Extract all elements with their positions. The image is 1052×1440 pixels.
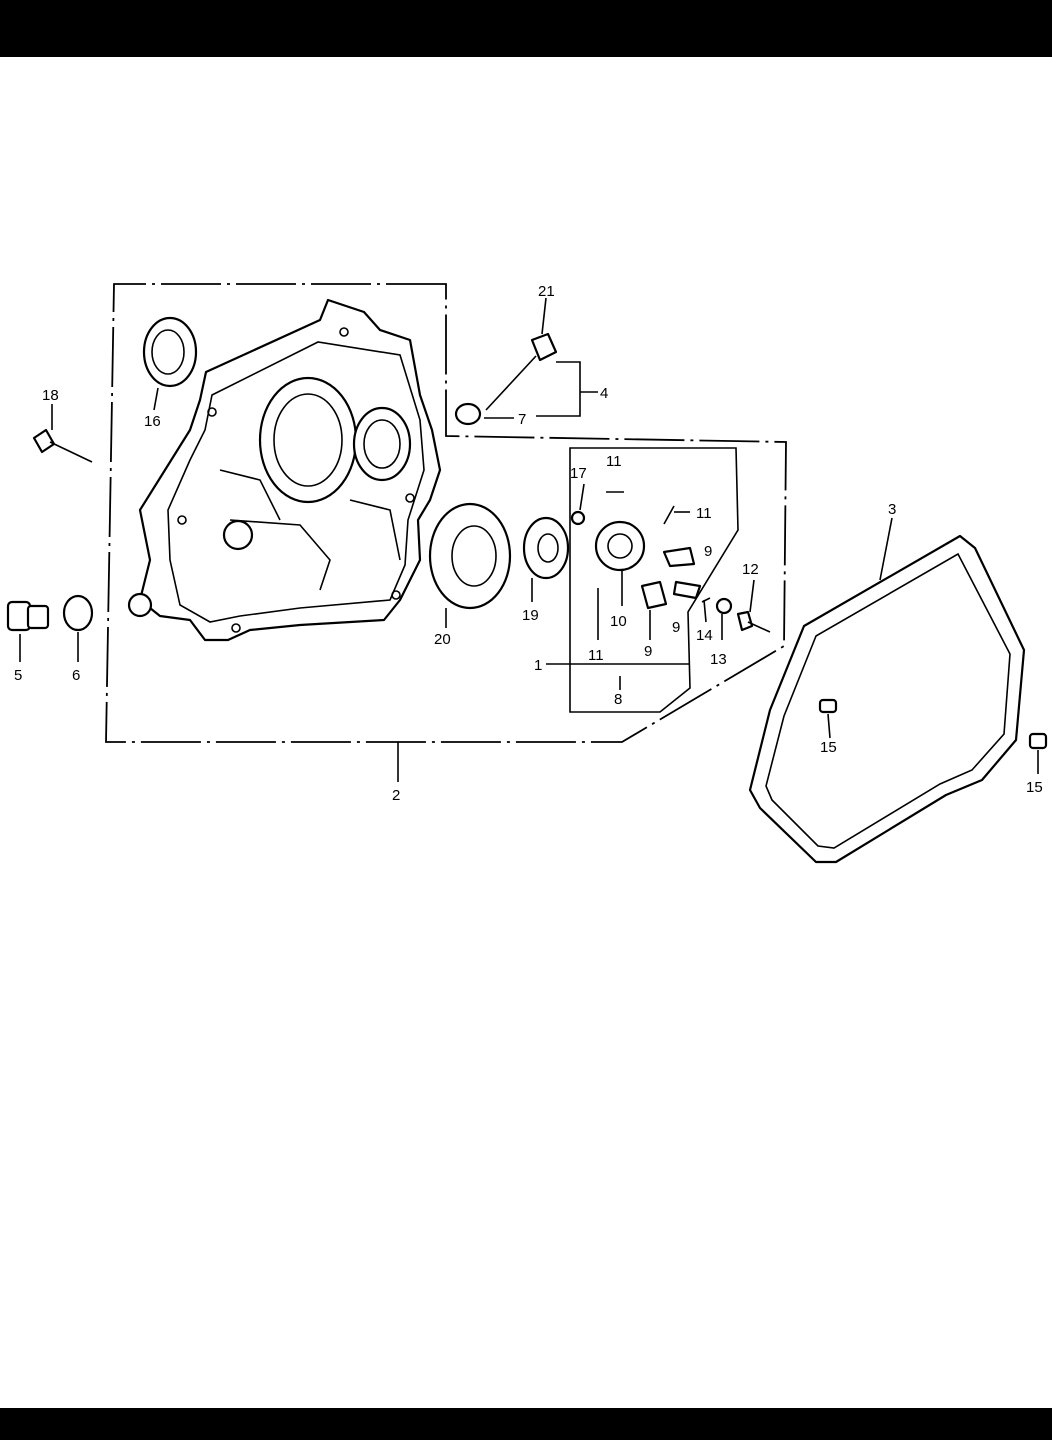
callout-11-right: 11 [696,505,712,522]
washer-6 [62,594,94,632]
callout-11-top: 11 [606,453,622,470]
callout-14: 14 [696,627,713,644]
assembly-1-frame [569,447,739,713]
callout-17: 17 [570,465,587,482]
gasket-3 [748,534,1026,864]
callout-10: 10 [610,613,627,630]
callout-2: 2 [392,787,400,804]
callout-12: 12 [742,561,759,578]
callout-21: 21 [538,283,555,300]
callout-8: 8 [614,691,622,708]
callout-labels: 21 4 7 18 16 5 6 20 19 17 11 11 11 9 10 … [14,283,1043,804]
bearing-19 [522,516,570,580]
callout-13: 13 [710,651,727,668]
callout-9-lower: 9 [644,643,652,660]
callout-15-right: 15 [1026,779,1043,796]
callout-19: 19 [522,607,539,624]
oil-seal-16 [142,316,198,388]
dipstick-assembly [454,332,558,426]
leader-lines [19,297,1039,782]
dowel-pin-15b [1028,732,1048,750]
drain-plug-5 [6,600,50,632]
crankcase-cover [127,298,442,642]
oil-pump-parts [570,491,771,640]
callout-3: 3 [888,501,896,518]
callout-6: 6 [72,667,80,684]
callout-9-middle: 9 [672,619,680,636]
callout-15-left: 15 [820,739,837,756]
dowel-pin-15a [818,698,838,714]
callout-20: 20 [434,631,451,648]
assembly-2-frame [105,283,787,743]
callout-1: 1 [534,657,542,674]
callout-16: 16 [144,413,161,430]
bolt-18 [32,428,93,463]
callout-4: 4 [600,385,608,402]
bottom-black-bar [0,1408,1052,1440]
top-black-bar [0,0,1052,57]
callout-11-bottom: 11 [588,647,604,664]
callout-5: 5 [14,667,22,684]
callout-9-upper: 9 [704,543,712,560]
callout-18: 18 [42,387,59,404]
bearing-20 [428,502,512,610]
callout-7: 7 [518,411,526,428]
